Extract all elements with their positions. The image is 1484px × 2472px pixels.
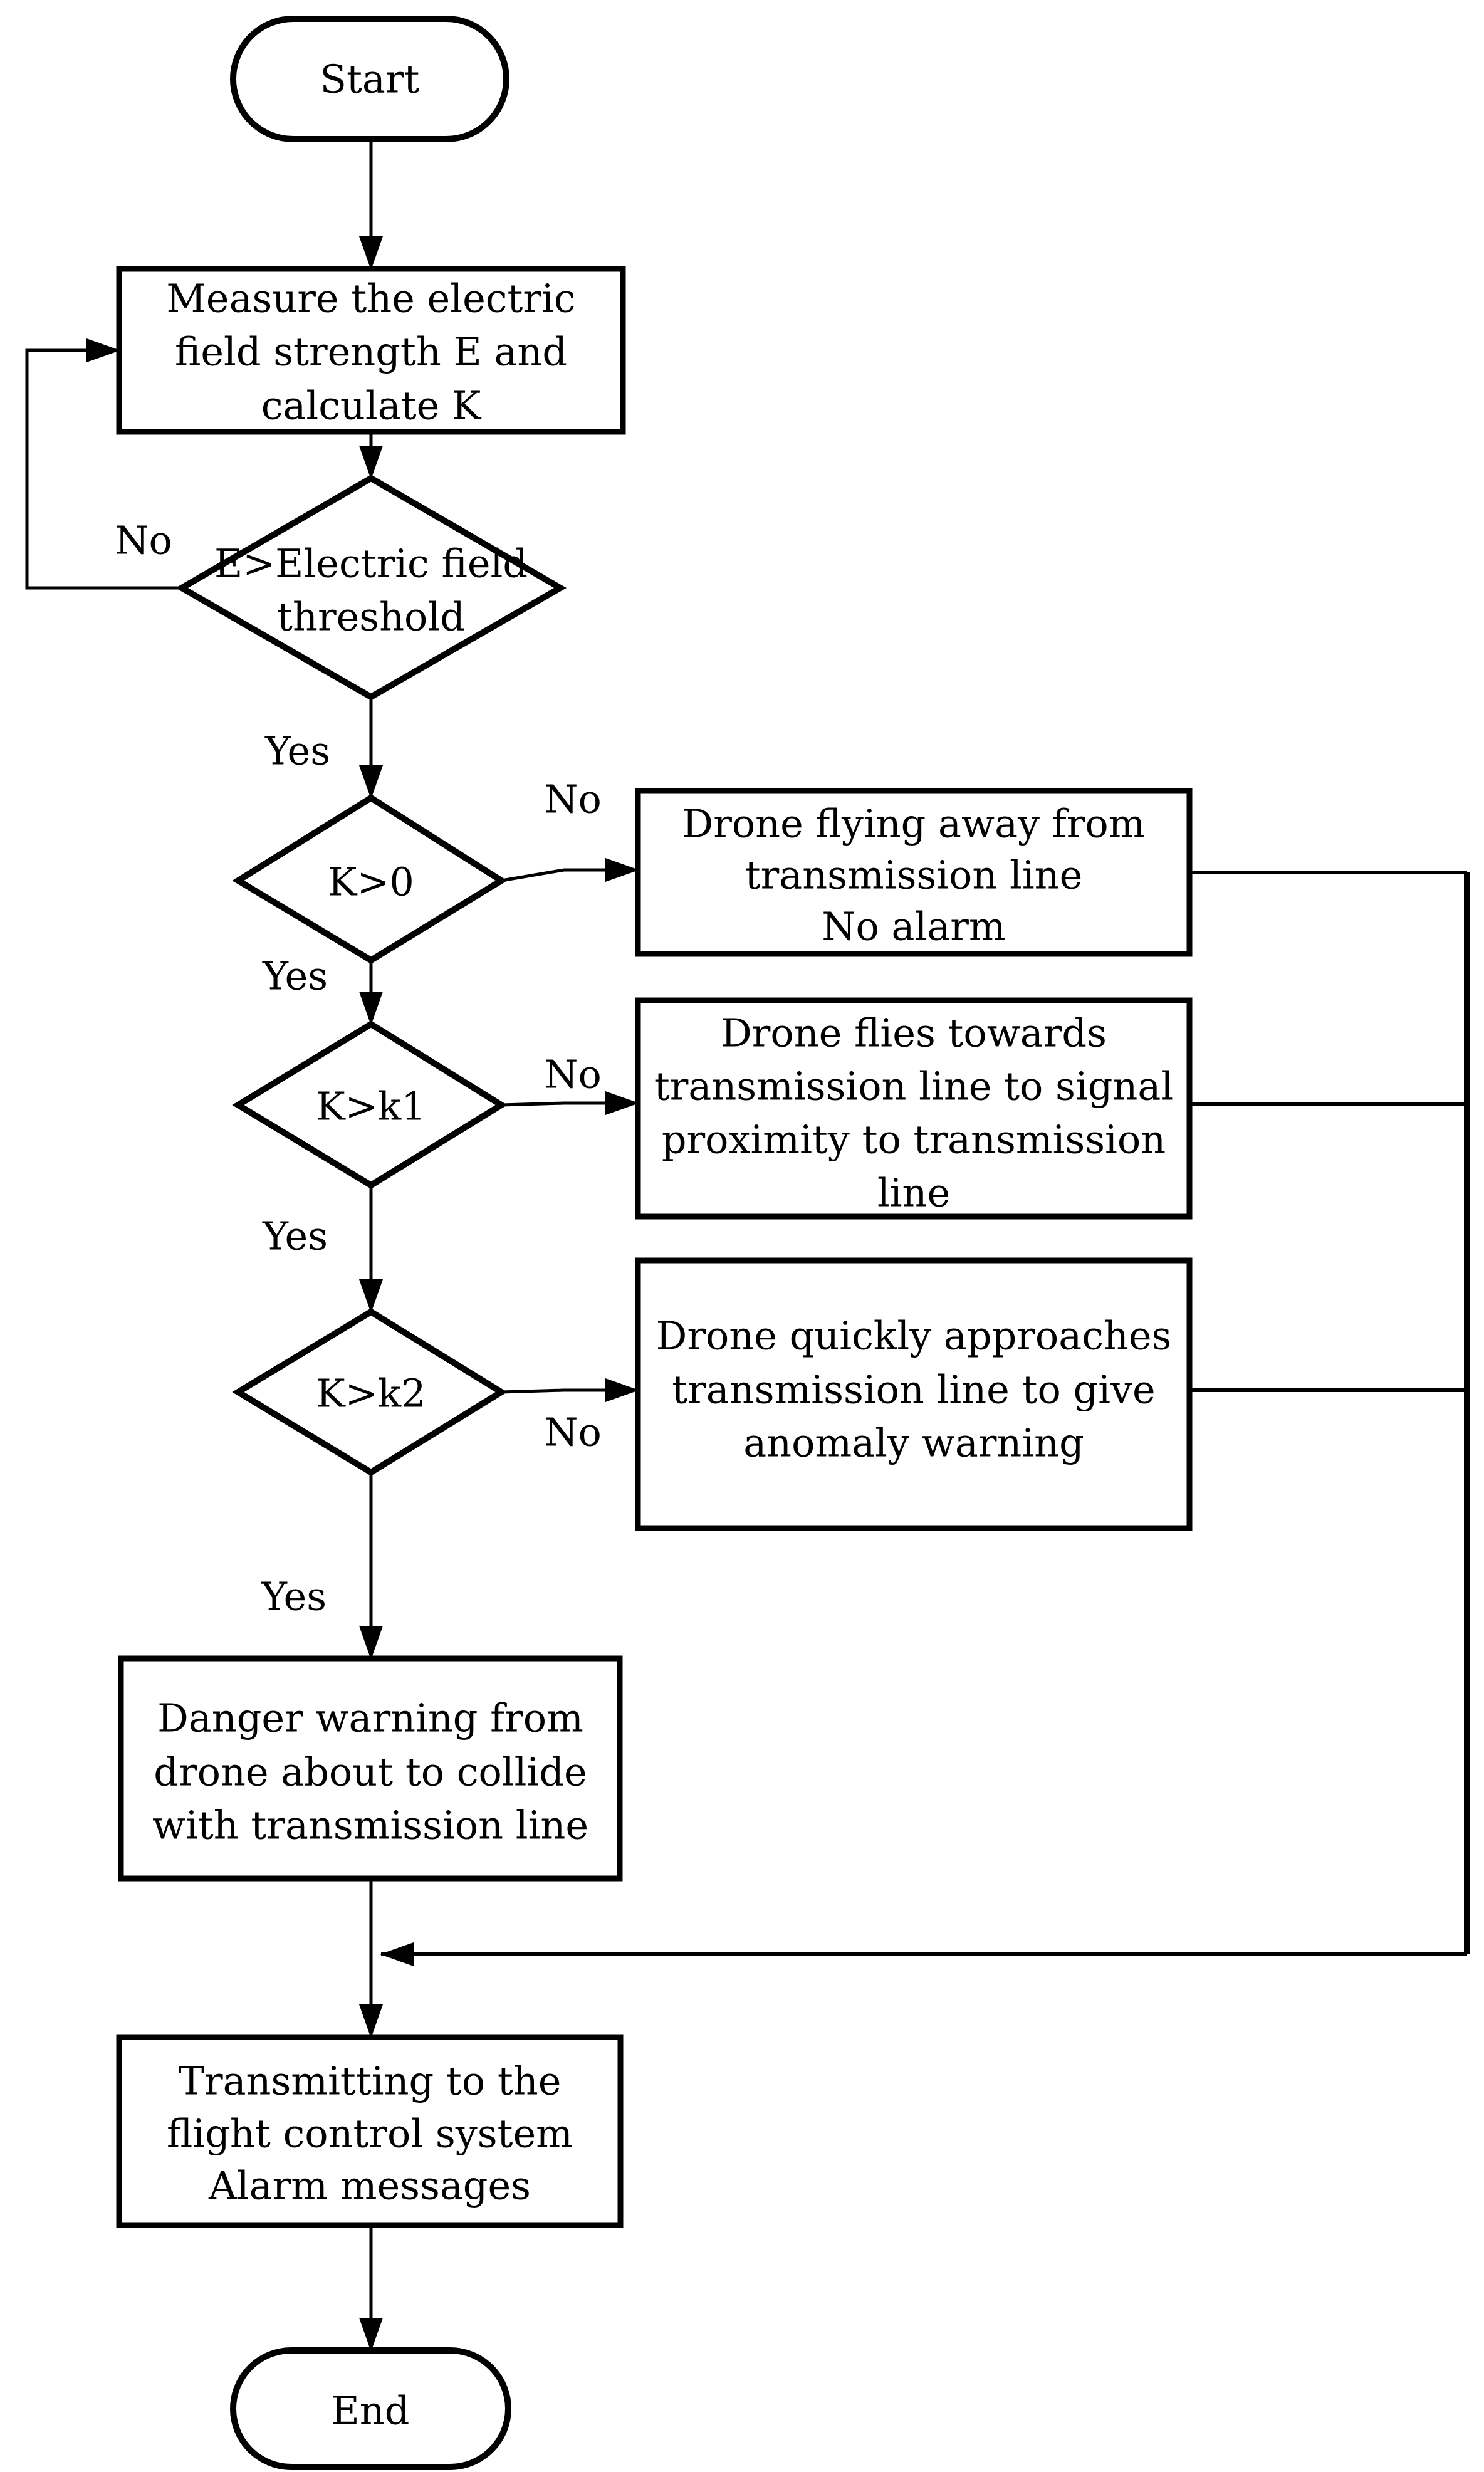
- box-flies-towards-shape: [635, 997, 1193, 1220]
- decision-k2-shape: [232, 1308, 508, 1476]
- box-flying-away-line-3: No alarm: [822, 904, 1005, 950]
- danger-warning-line-3: with transmission line: [152, 1803, 588, 1848]
- decision-e-threshold-shape: [175, 474, 567, 701]
- decision-e-threshold: E>Electric field threshold: [175, 474, 567, 701]
- decision-k1-shape: [232, 1020, 508, 1189]
- box-flies-towards-line-4: line: [877, 1170, 950, 1216]
- start-label: Start: [320, 56, 420, 102]
- decision-k1: K>k1: [232, 1020, 508, 1189]
- danger-warning-line-1: Danger warning from: [157, 1695, 583, 1741]
- box-flies-towards-line-3: proximity to transmission: [662, 1117, 1166, 1163]
- box-flying-away-node: Drone flying away from transmission line…: [635, 788, 1193, 957]
- transmit-line-3: Alarm messages: [208, 2163, 531, 2209]
- edge-label-dk2-yes: Yes: [261, 1574, 327, 1620]
- edge-label-dk1-no: No: [544, 1052, 602, 1097]
- box-quickly-approaches-line-3: anomaly warning: [743, 1420, 1084, 1466]
- decision-k1-label: K>k1: [316, 1084, 426, 1129]
- danger-warning-line-2: drone about to collide: [154, 1749, 587, 1795]
- box-flying-away-shape: [635, 788, 1193, 957]
- end-label: End: [332, 2388, 410, 2434]
- measure-line-2: field strength E and: [175, 329, 567, 375]
- box-flying-away-line-2: transmission line: [745, 852, 1083, 898]
- start-node: Start: [230, 16, 509, 142]
- edge-label-dk0-no: No: [544, 777, 602, 822]
- connector-dk1-no-to-box-towards: [501, 1091, 639, 1115]
- decision-k0-label: K>0: [328, 859, 414, 905]
- end-shape: [230, 2347, 511, 2470]
- edge-label-dk1-yes: Yes: [262, 1213, 328, 1259]
- box-flies-towards-node: Drone flies towards transmission line to…: [635, 997, 1193, 1220]
- connector-dk2-no-to-box-quick: [501, 1378, 639, 1402]
- measure-line-1: Measure the electric: [166, 276, 575, 322]
- box-quickly-approaches-line-2: transmission line to give: [672, 1367, 1156, 1413]
- danger-warning-shape: [118, 1655, 623, 1882]
- box-quickly-approaches-line-1: Drone quickly approaches: [656, 1313, 1172, 1359]
- box-quickly-approaches-node: Drone quickly approaches transmission li…: [635, 1257, 1193, 1531]
- danger-warning-node: Danger warning from drone about to colli…: [118, 1655, 623, 1882]
- transmit-line-2: flight control system: [167, 2111, 573, 2157]
- edge-label-dk2-no: No: [544, 1410, 602, 1455]
- measure-line-3: calculate K: [261, 383, 482, 429]
- decision-k2-label: K>k2: [316, 1371, 426, 1417]
- edge-label-dfield-no: No: [115, 518, 172, 563]
- decision-k2: K>k2: [232, 1308, 508, 1476]
- connector-dk0-no-to-box-away: [501, 858, 639, 882]
- measure-shape: [116, 266, 626, 435]
- decision-e-threshold-line-1: E>Electric field: [214, 541, 528, 587]
- end-node: End: [230, 2347, 511, 2470]
- measure-process-node: Measure the electric field strength E an…: [116, 266, 626, 435]
- edge-label-dfield-yes: Yes: [264, 728, 330, 774]
- box-flies-towards-line-1: Drone flies towards: [721, 1010, 1107, 1056]
- box-quickly-approaches-shape: [635, 1257, 1193, 1531]
- transmit-shape: [116, 2034, 624, 2228]
- transmit-node: Transmitting to the flight control syste…: [116, 2034, 624, 2228]
- box-flies-towards-line-2: transmission line to signal: [654, 1064, 1173, 1109]
- connector-dfield-no-loop: [25, 338, 182, 590]
- box-flying-away-line-1: Drone flying away from: [682, 801, 1146, 847]
- decision-e-threshold-line-2: threshold: [277, 594, 465, 640]
- decision-k0-shape: [232, 794, 508, 964]
- transmit-line-1: Transmitting to the: [179, 2058, 562, 2104]
- decision-k0: K>0: [232, 794, 508, 964]
- start-shape: [230, 16, 509, 142]
- edge-label-dk0-yes: Yes: [262, 953, 328, 999]
